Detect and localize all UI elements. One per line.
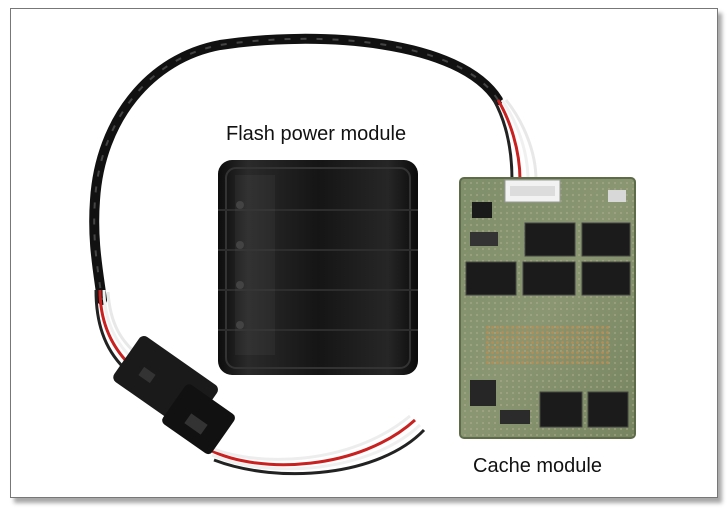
flash-power-module [218,160,418,375]
cache-module-label: Cache module [473,455,602,477]
cable-connector [113,336,235,455]
flash-power-module-label: Flash power module [226,123,407,145]
cable [89,33,538,476]
cache-module [459,177,636,439]
